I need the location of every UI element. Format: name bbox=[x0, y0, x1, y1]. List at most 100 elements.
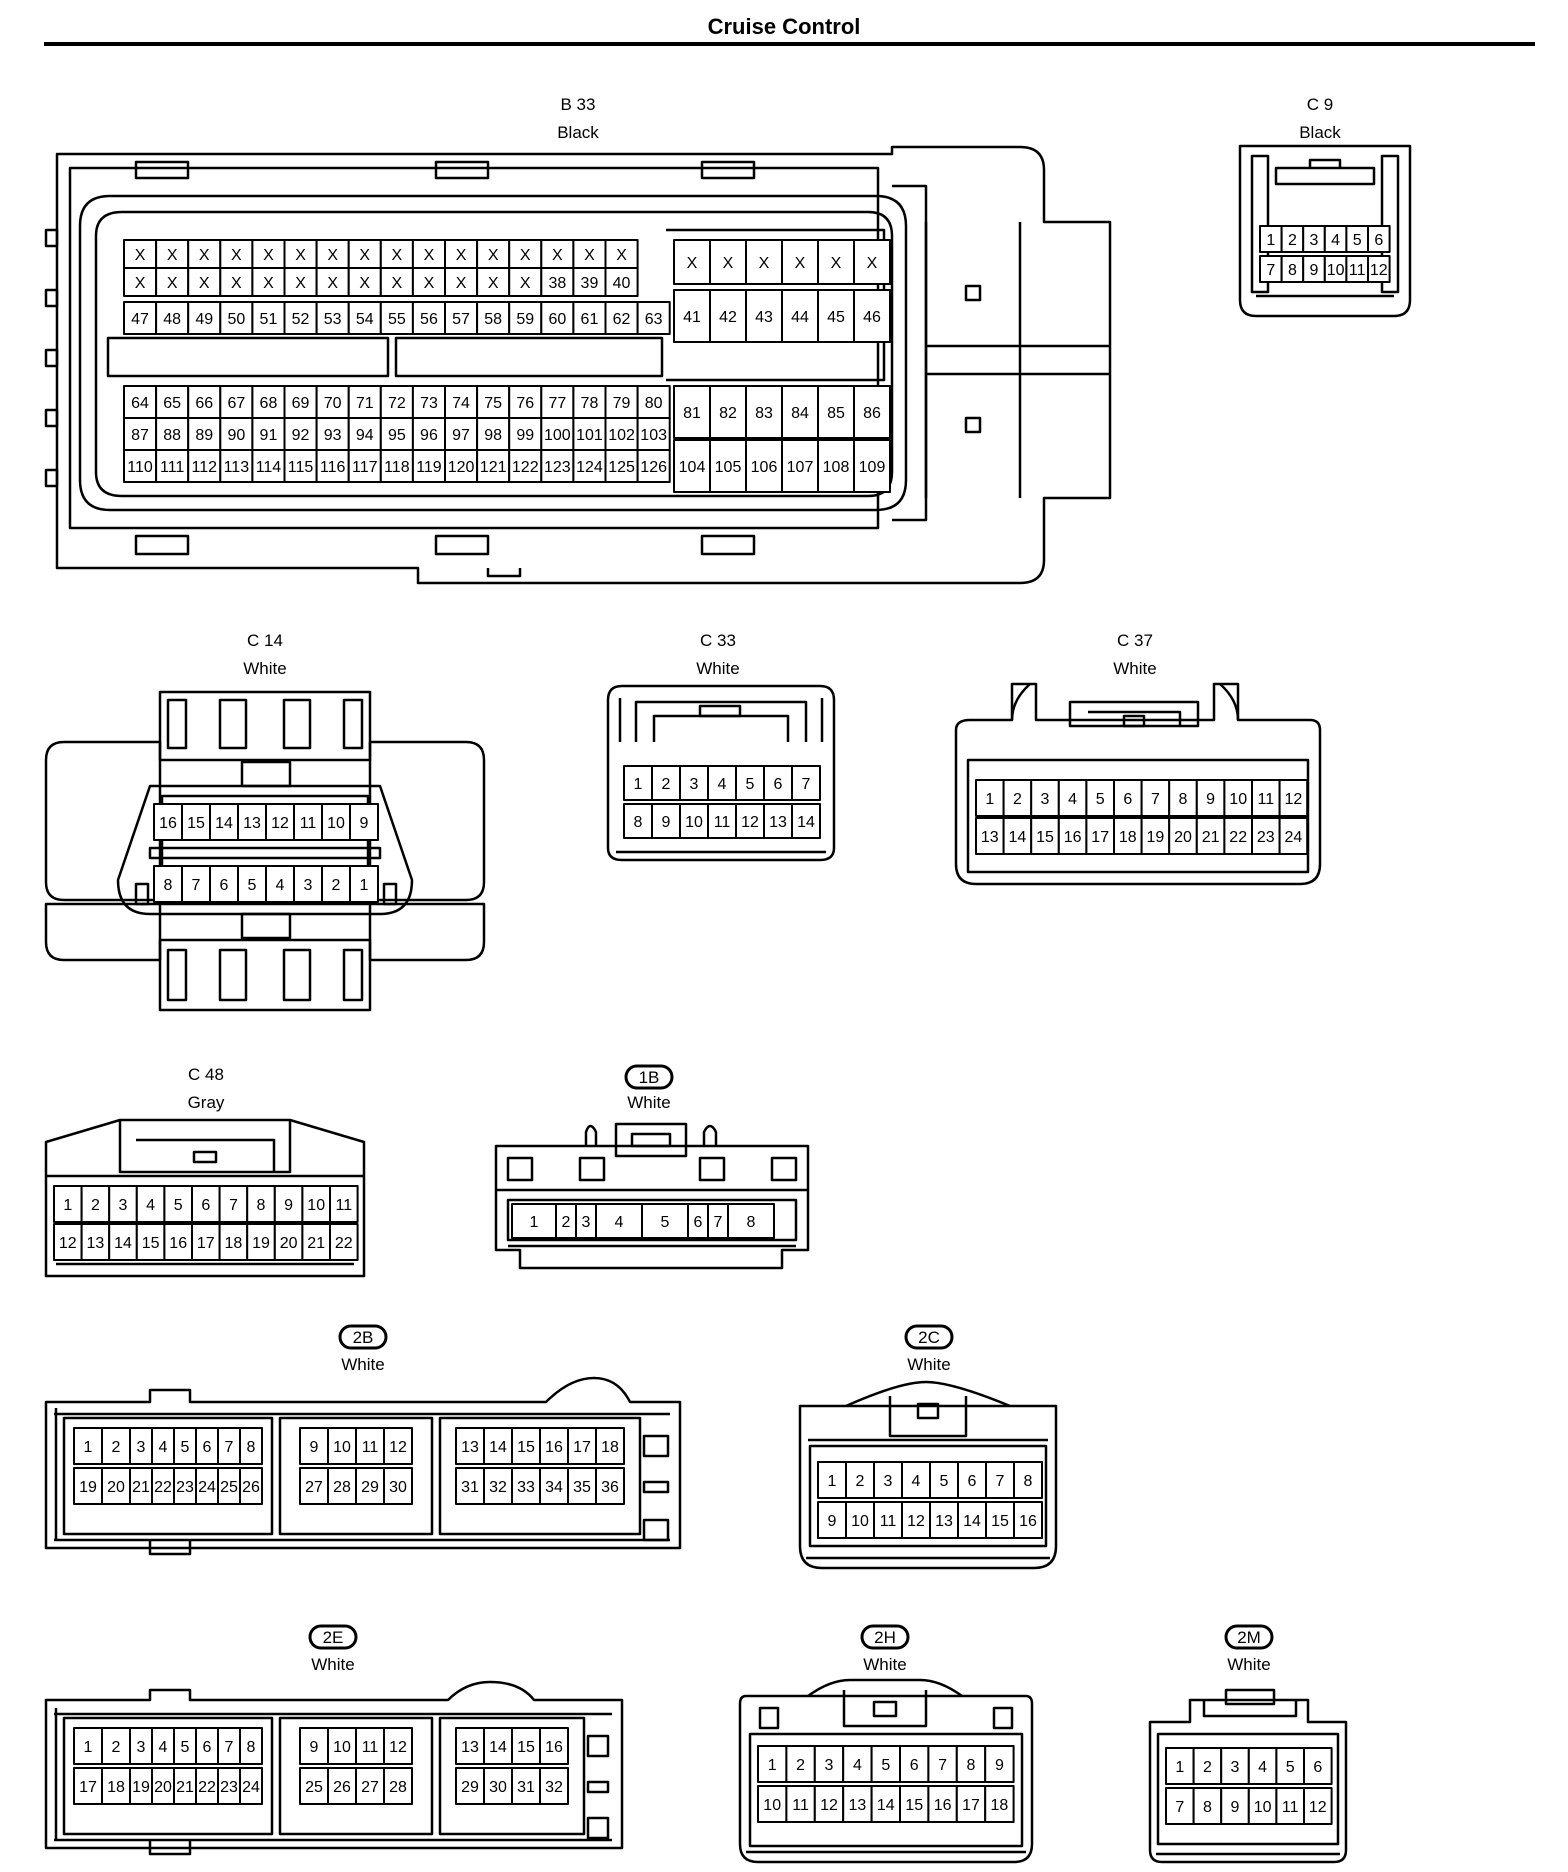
pin-label: 16 bbox=[1064, 829, 1082, 846]
pin-label: 21 bbox=[132, 1479, 150, 1496]
pin-b33-49: 49 bbox=[187, 301, 222, 335]
pin-b33-64: 64 bbox=[123, 385, 158, 419]
pin-b33-110: 110 bbox=[123, 449, 158, 483]
pin-label: X bbox=[231, 247, 242, 264]
pin-label: 107 bbox=[787, 459, 814, 476]
pin-cell bbox=[187, 267, 222, 297]
pin-label: 6 bbox=[1374, 232, 1383, 249]
pin-2h-8: 8 bbox=[955, 1745, 987, 1783]
pin-b33-X: X bbox=[673, 239, 711, 285]
pin-cell bbox=[955, 1785, 987, 1823]
pin-label: 2 bbox=[562, 1214, 571, 1231]
pin-label: 3 bbox=[690, 776, 699, 793]
pin-cell bbox=[246, 1185, 276, 1223]
pin-label: 19 bbox=[1147, 829, 1165, 846]
pin-b33-X: X bbox=[315, 239, 350, 269]
connector-code-badge bbox=[1224, 1624, 1274, 1650]
pin-1b-6: 6 bbox=[687, 1203, 709, 1239]
pin-label: 13 bbox=[87, 1235, 105, 1252]
pin-2c-4: 4 bbox=[901, 1461, 931, 1499]
pin-cell bbox=[219, 417, 254, 451]
pin-b33-99: 99 bbox=[508, 417, 543, 451]
pin-2m-10: 10 bbox=[1247, 1787, 1278, 1825]
pin-2c-5: 5 bbox=[929, 1461, 959, 1499]
pin-label: 109 bbox=[859, 459, 886, 476]
pin-c37-19: 19 bbox=[1140, 817, 1171, 855]
pin-2b-24: 24 bbox=[195, 1467, 219, 1505]
pin-cell bbox=[539, 1467, 569, 1505]
pin-label: 6 bbox=[220, 877, 229, 894]
connector-housing bbox=[1148, 1688, 1348, 1864]
pin-2e-27: 27 bbox=[355, 1767, 385, 1805]
pin-label: 90 bbox=[227, 427, 245, 444]
pin-b33-44: 44 bbox=[781, 289, 819, 343]
pin-c9-2: 2 bbox=[1280, 225, 1305, 253]
pin-cell bbox=[673, 439, 711, 493]
pin-label: 19 bbox=[132, 1779, 150, 1796]
pin-label: 8 bbox=[247, 1739, 256, 1756]
pin-b33-80: 80 bbox=[636, 385, 671, 419]
pin-label: X bbox=[295, 247, 306, 264]
pin-cell bbox=[383, 1767, 413, 1805]
pin-b33-56: 56 bbox=[411, 301, 446, 335]
pin-label: 98 bbox=[484, 427, 502, 444]
pin-2c-13: 13 bbox=[929, 1501, 959, 1539]
connector-housing bbox=[44, 1376, 682, 1556]
pin-cell bbox=[757, 1785, 788, 1823]
pin-cell bbox=[73, 1467, 103, 1505]
pin-cell bbox=[101, 1727, 131, 1765]
pin-cell bbox=[187, 417, 222, 451]
pin-cell bbox=[1278, 817, 1309, 855]
pin-label: 108 bbox=[823, 459, 850, 476]
pin-cell bbox=[251, 385, 286, 419]
pin-label: 39 bbox=[581, 275, 599, 292]
pin-cell bbox=[984, 1745, 1015, 1783]
pin-label: 117 bbox=[352, 459, 378, 476]
pin-b33-46: 46 bbox=[853, 289, 891, 343]
pin-label: 13 bbox=[461, 1739, 479, 1756]
pin-cell bbox=[727, 1203, 775, 1239]
pin-label: 3 bbox=[1041, 791, 1050, 808]
pin-b33-82: 82 bbox=[709, 385, 747, 439]
pin-label: 14 bbox=[489, 1739, 507, 1756]
pin-2b-7: 7 bbox=[217, 1427, 241, 1465]
pin-cell bbox=[455, 1767, 485, 1805]
pin-label: 1 bbox=[84, 1439, 93, 1456]
pin-b33-38: 38 bbox=[540, 267, 575, 297]
pin-label: 11 bbox=[1257, 791, 1274, 808]
pin-cell bbox=[853, 439, 891, 493]
pin-label: 23 bbox=[220, 1779, 238, 1796]
pin-label: 43 bbox=[755, 309, 773, 326]
pin-label: 2 bbox=[112, 1439, 121, 1456]
pin-c14-15: 15 bbox=[181, 803, 211, 841]
pin-cell bbox=[1057, 779, 1088, 817]
pin-b33-96: 96 bbox=[411, 417, 446, 451]
pin-2b-15: 15 bbox=[511, 1427, 541, 1465]
connector-code: C 33 bbox=[700, 631, 736, 650]
pin-cell bbox=[1140, 817, 1171, 855]
pin-b33-X: X bbox=[347, 267, 382, 297]
pin-label: 15 bbox=[187, 815, 205, 832]
pin-b33-94: 94 bbox=[347, 417, 382, 451]
pin-label: 16 bbox=[545, 1739, 563, 1756]
pin-cell bbox=[781, 385, 819, 439]
pin-label: 97 bbox=[452, 427, 470, 444]
pin-2b-2: 2 bbox=[101, 1427, 131, 1465]
pin-cell bbox=[73, 1767, 103, 1805]
pin-b33-125: 125 bbox=[604, 449, 639, 483]
pin-b33-117: 117 bbox=[347, 449, 382, 483]
pin-label: 5 bbox=[746, 776, 755, 793]
pin-b33-40: 40 bbox=[604, 267, 639, 297]
pin-b33-121: 121 bbox=[476, 449, 511, 483]
pin-2h-12: 12 bbox=[813, 1785, 845, 1823]
pin-2e-25: 25 bbox=[299, 1767, 329, 1805]
pin-b33-124: 124 bbox=[572, 449, 607, 483]
pin-label: 52 bbox=[292, 311, 310, 328]
pin-cell bbox=[123, 239, 158, 269]
pin-label: 8 bbox=[257, 1197, 266, 1214]
pin-2b-18: 18 bbox=[595, 1427, 625, 1465]
pin-c14-4: 4 bbox=[265, 865, 295, 903]
